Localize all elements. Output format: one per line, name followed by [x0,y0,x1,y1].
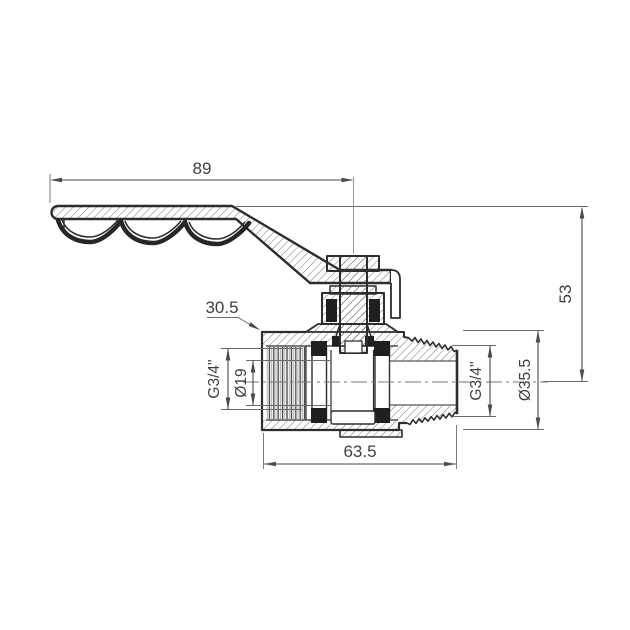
arrow-d355-bottom [535,417,541,430]
body-outline-left [260,330,407,432]
arrow-635-left [264,461,276,467]
packing-seal-right [369,299,380,322]
dim-text-outlet-thread: G3/4" [468,361,485,400]
handle-grip-waves-outer [55,217,252,247]
inlet-female-thread [266,347,306,419]
handle-stop-tab [390,269,401,319]
arrowheads [50,177,585,467]
arrow-305-leader [248,322,260,330]
stem-and-nut [326,255,380,354]
outlet-wall-top [389,332,457,361]
handle-grip-waves-inner [61,219,246,240]
arrow-89-left [50,177,62,183]
dim-text-bore-diameter: Ø19 [233,368,250,397]
body-outline-step [398,331,410,339]
arrow-g34r-top [487,345,493,358]
arrow-g34l-bottom [225,397,231,410]
dim-text-body-flat: 30.5 [205,298,238,317]
arrow-g34l-top [225,348,231,361]
arrow-g34r-bottom [487,404,493,417]
stem-seal-left [332,336,341,346]
dim-text-body-length: 63.5 [343,442,376,461]
arrow-d19-top [250,360,256,373]
stem-tang [344,340,363,354]
dim-text-handle-length: 89 [193,159,212,178]
outlet-male-thread-top [408,336,458,353]
arrow-53-top [579,206,585,219]
arrow-53-bottom [579,369,585,382]
body-wall-top-left [263,333,306,346]
seat-seal-top-right [374,341,390,356]
body-wall-bottom-left [263,420,306,430]
seat-seal-bottom-right [374,408,390,423]
stem-seal-right [365,336,374,346]
arrow-89-right [341,177,354,183]
outlet-male-thread-bottom [406,411,458,426]
dim-text-overall-height: 53 [556,285,575,304]
seat-seal-top-left [311,341,327,356]
seat-seal-bottom-left [311,408,327,423]
arrow-d19-bottom [250,393,256,406]
ball-bottom-slot [330,410,376,425]
dimension-layer: 89 53 30.5 G3/4" Ø19 G3/4" Ø35.5 63.5 [49,159,588,469]
dim-text-inlet-thread: G3/4" [206,359,223,398]
stem-shaft [339,255,368,354]
dimension-texts: 89 53 30.5 G3/4" Ø19 G3/4" Ø35.5 63.5 [193,159,575,461]
handle [50,204,401,319]
dim-text-body-diameter: Ø35.5 [517,359,534,401]
outlet-wall-bottom [389,405,457,423]
body-wall-bottom-center [306,420,398,430]
centerlines [243,177,548,383]
packing-seal-left [326,299,337,322]
arrow-635-right [444,461,456,467]
valve-body [260,330,459,438]
arrow-d355-top [535,330,541,343]
